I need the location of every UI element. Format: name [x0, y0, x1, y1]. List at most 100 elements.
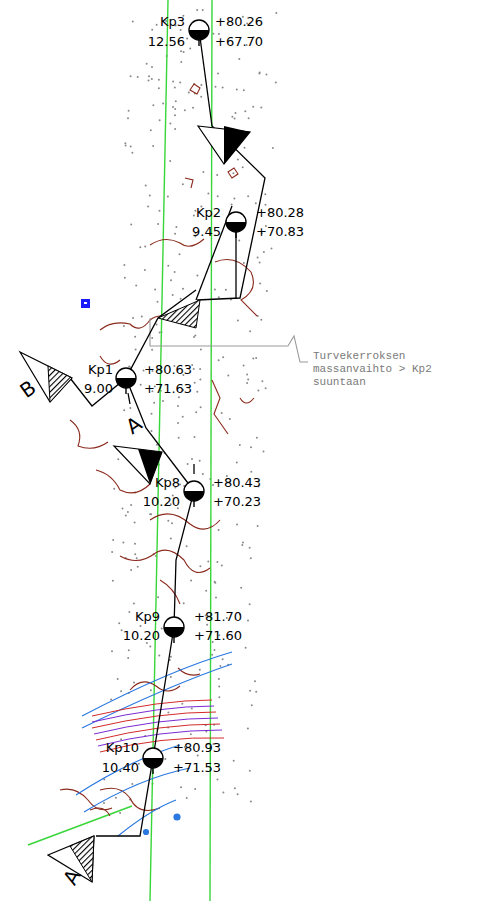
point-label: +71.53 — [172, 760, 222, 775]
soil-dot — [174, 271, 176, 273]
soil-dot — [271, 248, 273, 250]
soil-dot — [127, 117, 129, 119]
soil-dot — [167, 520, 169, 522]
soil-dot — [233, 760, 235, 762]
soil-dot — [259, 261, 261, 263]
soil-dot — [174, 233, 176, 235]
soil-dot — [132, 21, 134, 23]
soil-dot — [255, 357, 257, 359]
soil-dot — [149, 513, 151, 515]
point-label: 9.45 — [191, 224, 222, 239]
soil-dot — [260, 319, 262, 321]
soil-dot — [148, 80, 150, 82]
borehole-circle — [164, 617, 184, 637]
soil-dot — [150, 129, 152, 131]
soil-dot — [255, 202, 257, 204]
soil-dot — [212, 33, 214, 35]
soil-dot — [195, 411, 197, 413]
soil-dot — [217, 195, 219, 197]
soil-dot — [235, 112, 237, 114]
soil-dot — [249, 690, 251, 692]
soil-dot — [174, 128, 176, 130]
soil-dot — [199, 379, 201, 381]
borehole-fill — [143, 758, 163, 768]
soil-dot — [236, 524, 238, 526]
soil-dot — [257, 390, 259, 392]
soil-dot — [134, 543, 136, 545]
soil-dot — [236, 462, 238, 464]
soil-dot — [248, 117, 250, 119]
soil-dot — [263, 451, 265, 453]
soil-dot — [249, 547, 251, 549]
soil-dot — [218, 696, 220, 698]
soil-dot — [214, 582, 216, 584]
borehole-tick — [193, 501, 194, 507]
soil-dot — [249, 603, 251, 605]
water-lines — [76, 652, 232, 836]
soil-dot — [124, 277, 126, 279]
point-label: 9.00 — [83, 381, 114, 396]
soil-dot — [153, 402, 155, 404]
soil-dot — [174, 114, 176, 116]
soil-dot — [181, 703, 183, 705]
soil-dot — [229, 418, 231, 420]
soil-dot — [152, 104, 154, 106]
soil-dot — [219, 665, 221, 667]
borehole-fill — [164, 627, 184, 637]
soil-dot — [161, 628, 163, 630]
soil-dot — [139, 246, 141, 248]
point-label: Kp9 — [134, 609, 161, 624]
point-label: Kp2 — [195, 205, 222, 220]
soil-dot — [164, 758, 166, 760]
soil-dot — [175, 100, 177, 102]
soil-dot — [177, 422, 179, 424]
soil-dot — [207, 193, 209, 195]
soil-dot — [122, 542, 124, 544]
soil-dot — [259, 283, 261, 285]
soil-dot — [151, 66, 153, 68]
soil-dot — [202, 9, 204, 11]
soil-dot — [193, 336, 195, 338]
soil-dot — [200, 84, 202, 86]
soil-dot — [172, 106, 174, 108]
soil-dot — [112, 539, 114, 541]
soil-dot — [131, 152, 133, 154]
soil-dot — [151, 29, 153, 31]
soil-dot — [132, 317, 134, 319]
point-label: 12.56 — [147, 34, 186, 49]
soil-dot — [196, 391, 198, 393]
point-label: +80.26 — [214, 14, 264, 29]
borehole-fill — [116, 378, 136, 388]
soil-dot — [117, 458, 119, 460]
soil-dot — [134, 521, 136, 523]
soil-dot — [199, 460, 201, 462]
soil-dot — [151, 349, 153, 351]
soil-dot — [167, 196, 169, 198]
soil-dot — [191, 708, 193, 710]
soil-dot — [238, 239, 240, 241]
borehole-fill — [226, 222, 246, 232]
soil-dot — [211, 654, 213, 656]
soil-dot — [174, 87, 176, 89]
note-text: Turvekerroksen massanvaihto > Kp2 suunta… — [312, 350, 440, 389]
soil-dot — [121, 629, 123, 631]
soil-dot — [243, 365, 245, 367]
soil-dot — [103, 802, 105, 804]
soil-dot — [243, 262, 245, 264]
borehole-circle — [189, 20, 209, 40]
soil-dot — [162, 103, 164, 105]
soil-dot — [275, 81, 277, 83]
borehole-tick — [198, 40, 199, 46]
soil-dot — [123, 264, 125, 266]
soil-dot — [247, 195, 249, 197]
soil-dot — [158, 79, 160, 81]
soil-dot — [150, 513, 152, 515]
soil-dot — [234, 787, 236, 789]
soil-dot — [202, 473, 204, 475]
point-label: 10.20 — [122, 628, 161, 643]
soil-dot — [200, 406, 202, 408]
soil-dot — [144, 245, 146, 247]
soil-dot — [194, 382, 196, 384]
soil-dot — [187, 463, 189, 465]
